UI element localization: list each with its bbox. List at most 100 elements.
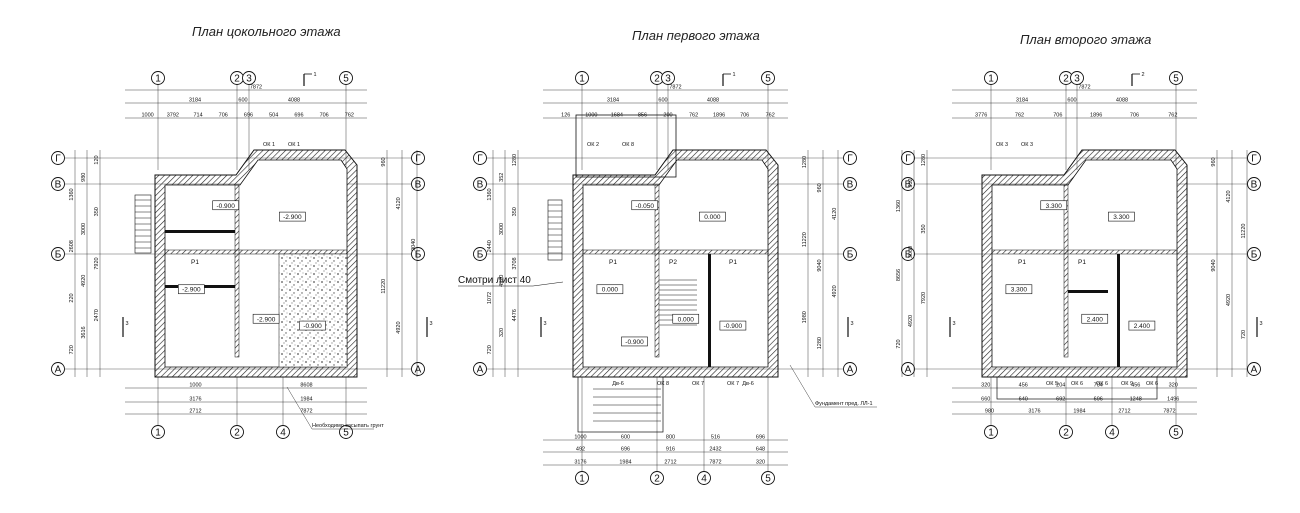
dim-value: 4088 (1116, 98, 1128, 104)
dim-value: 4920 (908, 315, 914, 327)
sheet-callout: Смотри лист 40 (458, 275, 564, 287)
axis-bubble: В (411, 177, 425, 191)
partition-label: Р1 (729, 259, 737, 266)
axis-circle (51, 362, 65, 376)
dim-value: 1000 (574, 435, 586, 441)
dim-value: 320 (981, 383, 990, 389)
dim-value: 1896 (713, 113, 725, 119)
dim-value: 2440 (487, 240, 493, 252)
axis-bubble: 4 (276, 425, 290, 439)
level-box (178, 284, 205, 295)
axis-circle (761, 471, 775, 485)
axis-circle (1070, 71, 1084, 85)
dim-value: 9040 (817, 259, 823, 271)
level-box (1040, 200, 1068, 211)
dim-value: 4120 (1226, 190, 1232, 202)
dim-value: 720 (1241, 330, 1247, 339)
level-box (719, 320, 747, 331)
dim-value: 720 (487, 345, 493, 354)
dim-value: 706 (1130, 113, 1139, 119)
partition-wall (654, 184, 660, 358)
dim-value: 3792 (167, 113, 179, 119)
dim-value: 600 (238, 98, 247, 104)
dim-value: 762 (766, 113, 775, 119)
axis-bubble: А (473, 362, 487, 376)
axis-bubble: Б (901, 247, 915, 261)
dim-value: 200 (663, 113, 672, 119)
window-label: ОК 2 (587, 142, 599, 148)
axis-circle (473, 362, 487, 376)
axis-label: 1 (988, 428, 994, 439)
dim-value: 980 (985, 409, 994, 415)
axis-circle (339, 71, 353, 85)
axis-bubble: А (901, 362, 915, 376)
dim-value: 2712 (1118, 409, 1130, 415)
dim-value: 1496 (1167, 397, 1179, 403)
window-label: ОК 3 (1021, 142, 1033, 148)
dim-value: 4120 (396, 197, 402, 209)
level-box (631, 200, 659, 211)
level-box (299, 320, 326, 331)
dim-value: 714 (193, 113, 202, 119)
axis-bubble: Г (843, 151, 857, 165)
axis-circle (901, 247, 915, 261)
section-mark-label: 1 (732, 72, 735, 78)
axis-bubble: 5 (761, 71, 775, 85)
dim-value: 1000 (189, 383, 201, 389)
partition-label: Р1 (1078, 259, 1086, 266)
partition-label: Р1 (1018, 259, 1026, 266)
axis-bubble: 4 (697, 471, 711, 485)
dim-value: 456 (1131, 383, 1140, 389)
dim-value: 2432 (709, 447, 721, 453)
dim-value: 4920 (81, 275, 87, 287)
dim-value: 4120 (832, 208, 838, 220)
dim-value: 492 (576, 447, 585, 453)
dim-value: 1984 (1073, 409, 1085, 415)
partition-wall (1068, 290, 1108, 293)
section-cut-label: 3 (125, 321, 128, 327)
dim-value: 7920 (921, 292, 927, 304)
axis-label: 5 (1173, 74, 1179, 85)
axis-circle (843, 151, 857, 165)
dim-value: 3000 (499, 223, 505, 235)
axis-label: 2 (1063, 428, 1069, 439)
axis-circle (151, 71, 165, 85)
dim-value: 1360 (896, 200, 902, 212)
axis-circle (984, 71, 998, 85)
axis-bubble: В (843, 177, 857, 191)
level-value: 3.300 (1011, 287, 1028, 294)
dim-value: 3708 (512, 257, 518, 269)
level-box (212, 200, 239, 211)
axis-circle (473, 247, 487, 261)
gravel-fill (278, 253, 348, 368)
stair (134, 194, 152, 254)
axis-label: А (415, 365, 422, 376)
window-label: ОК 5 (1046, 381, 1058, 387)
stair-frame (134, 194, 152, 254)
axis-label: 5 (765, 474, 771, 485)
dim-value: 1072 (487, 292, 493, 304)
dim-value: 1980 (802, 311, 808, 323)
axis-circle (411, 247, 425, 261)
entrance-steps (577, 376, 664, 433)
dim-value: 2712 (189, 409, 201, 415)
dim-value: 1896 (1090, 113, 1102, 119)
dim-value: 3000 (81, 223, 87, 235)
axis-bubble: 3 (1070, 71, 1084, 85)
dim-value: 1684 (611, 113, 623, 119)
dim-value: 762 (1015, 113, 1024, 119)
dim-value: 696 (1094, 397, 1103, 403)
dim-value: 1000 (141, 113, 153, 119)
axis-bubble: 2 (650, 71, 664, 85)
dim-value: 3184 (607, 98, 619, 104)
dim-value: 120 (94, 155, 100, 164)
axis-label: В (415, 180, 422, 191)
dim-value: 350 (512, 207, 518, 216)
dim-value: 600 (1067, 98, 1076, 104)
level-value: -0.900 (216, 203, 235, 210)
section-mark-label: 2 (1141, 72, 1144, 78)
axis-label: Г (55, 154, 61, 165)
axis-label: В (847, 180, 854, 191)
dim-value: 856 (638, 113, 647, 119)
